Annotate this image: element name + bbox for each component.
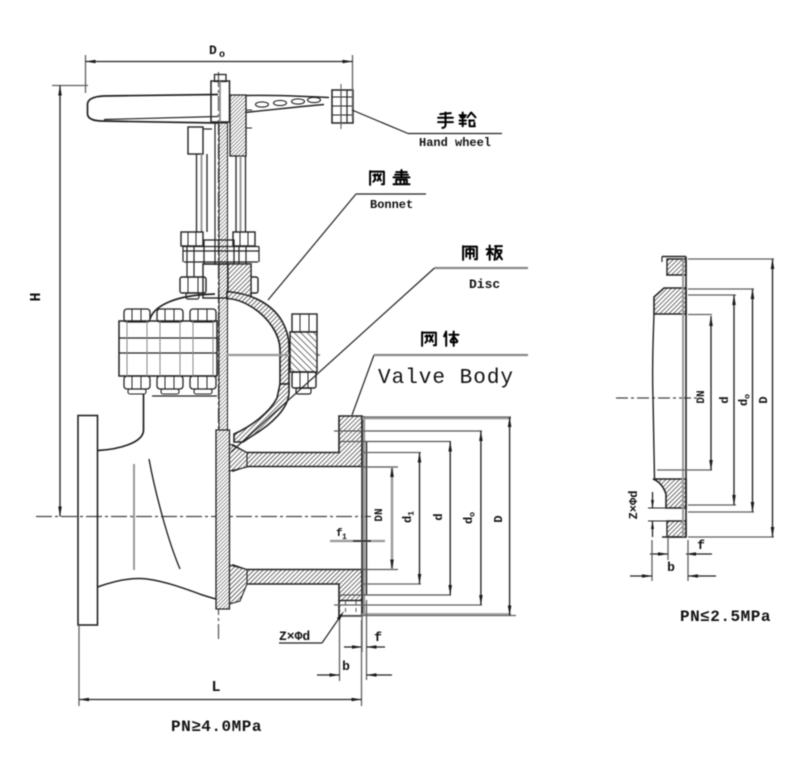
svg-text:L: L bbox=[211, 679, 220, 696]
svg-text:D: D bbox=[492, 515, 506, 522]
svg-text:D: D bbox=[757, 396, 771, 403]
svg-text:1: 1 bbox=[342, 533, 347, 542]
svg-text:Hand wheel: Hand wheel bbox=[419, 136, 491, 150]
svg-text:d: d bbox=[718, 396, 732, 403]
svg-text:PN≥4.0MPa: PN≥4.0MPa bbox=[171, 718, 262, 736]
svg-text:PN≤2.5MPa: PN≤2.5MPa bbox=[680, 608, 771, 626]
svg-text:Valve Body: Valve Body bbox=[378, 367, 514, 390]
svg-text:d: d bbox=[432, 513, 446, 520]
svg-text:H: H bbox=[28, 292, 45, 301]
svg-text:o: o bbox=[219, 50, 225, 61]
svg-text:b: b bbox=[667, 560, 675, 575]
svg-text:Z×Φd: Z×Φd bbox=[279, 629, 310, 644]
svg-text:Z×Φd: Z×Φd bbox=[627, 491, 641, 520]
svg-text:f: f bbox=[374, 630, 382, 645]
svg-text:D: D bbox=[209, 43, 217, 58]
svg-text:Disc: Disc bbox=[469, 277, 500, 292]
svg-text:f: f bbox=[697, 538, 705, 553]
svg-text:DN: DN bbox=[696, 390, 708, 403]
svg-text:f: f bbox=[336, 528, 343, 540]
svg-text:Bonnet: Bonnet bbox=[370, 198, 413, 212]
svg-text:DN: DN bbox=[374, 508, 386, 521]
svg-text:b: b bbox=[342, 659, 350, 674]
